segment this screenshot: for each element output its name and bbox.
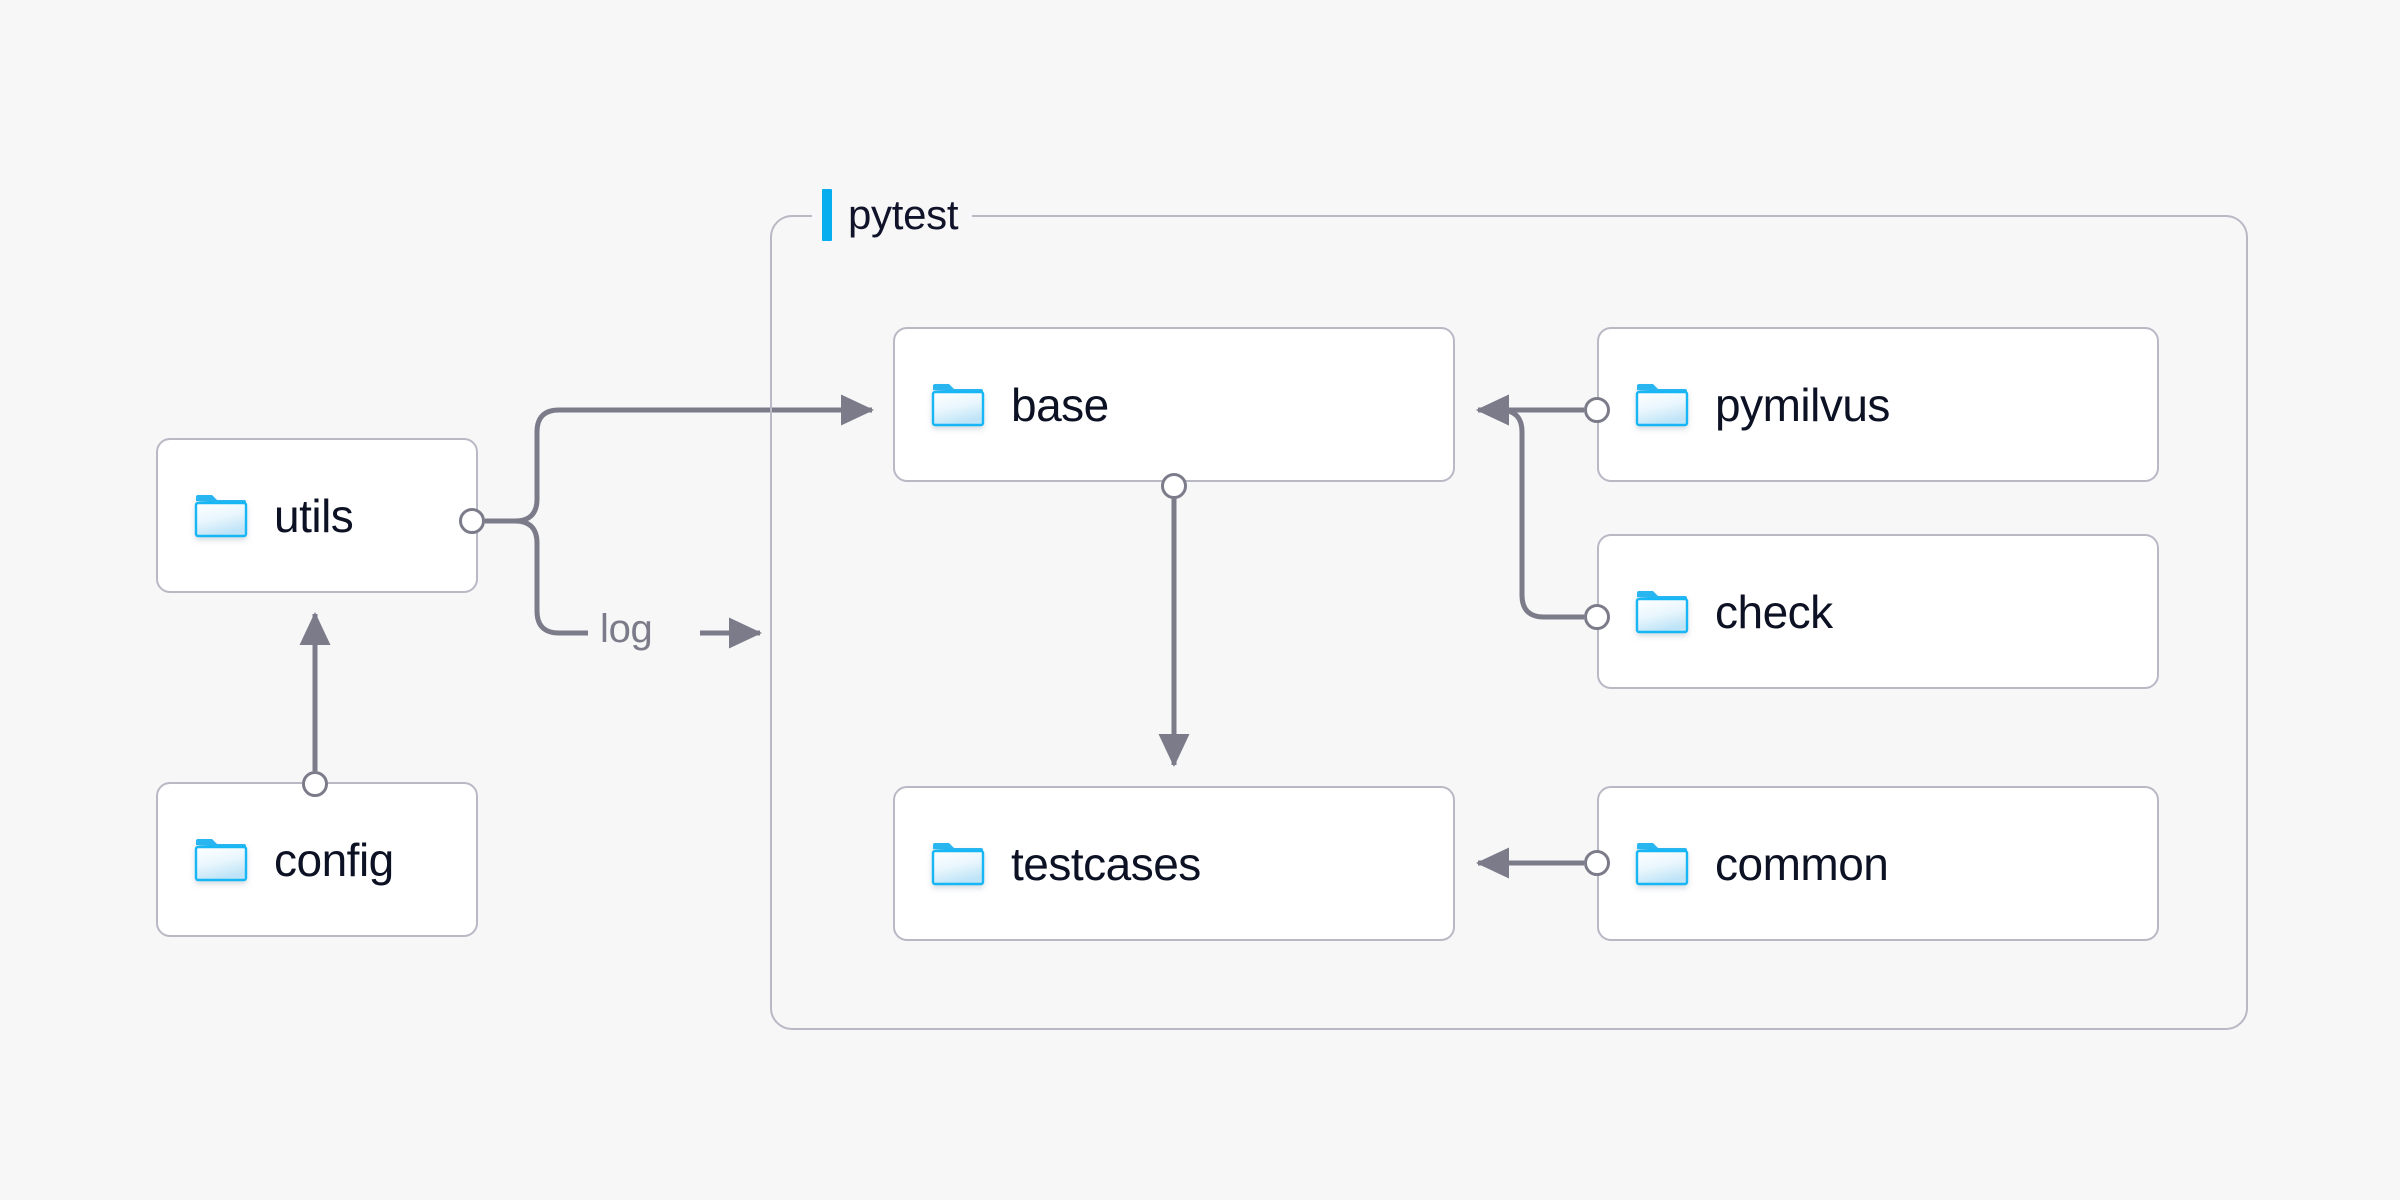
- port-check-left[interactable]: [1584, 604, 1610, 630]
- node-pymilvus[interactable]: pymilvus: [1597, 327, 2159, 482]
- folder-icon: [1635, 383, 1689, 426]
- folder-icon: [931, 383, 985, 426]
- folder-icon: [194, 494, 248, 537]
- group-pytest-label[interactable]: pytest: [812, 189, 973, 241]
- port-config-top[interactable]: [302, 771, 328, 797]
- node-common[interactable]: common: [1597, 786, 2159, 941]
- node-label-base: base: [1011, 378, 1109, 431]
- node-label-config: config: [274, 833, 394, 886]
- group-label-text: pytest: [848, 191, 959, 238]
- folder-icon: [194, 838, 248, 881]
- node-label-testcases: testcases: [1011, 837, 1201, 890]
- node-check[interactable]: check: [1597, 534, 2159, 689]
- folder-icon: [1635, 590, 1689, 633]
- node-base[interactable]: base: [893, 327, 1455, 482]
- node-label-common: common: [1715, 837, 1889, 890]
- node-label-check: check: [1715, 585, 1833, 638]
- node-utils[interactable]: utils: [156, 438, 478, 593]
- folder-icon: [1635, 842, 1689, 885]
- edge-utils-to-base: [485, 394, 875, 524]
- edge-check-to-base: [1475, 394, 1584, 620]
- node-testcases[interactable]: testcases: [893, 786, 1455, 941]
- node-label-utils: utils: [274, 489, 354, 542]
- port-base-bottom[interactable]: [1161, 473, 1187, 499]
- edge-label-log: log: [600, 607, 653, 651]
- node-label-pymilvus: pymilvus: [1715, 378, 1890, 431]
- port-common-left[interactable]: [1584, 850, 1610, 876]
- edge-utils-to-pytest-log: [485, 518, 588, 636]
- port-utils-right[interactable]: [459, 508, 485, 534]
- node-config[interactable]: config: [156, 782, 478, 937]
- group-accent-bar: [822, 189, 832, 241]
- port-pymilvus-left[interactable]: [1584, 397, 1610, 423]
- folder-icon: [931, 842, 985, 885]
